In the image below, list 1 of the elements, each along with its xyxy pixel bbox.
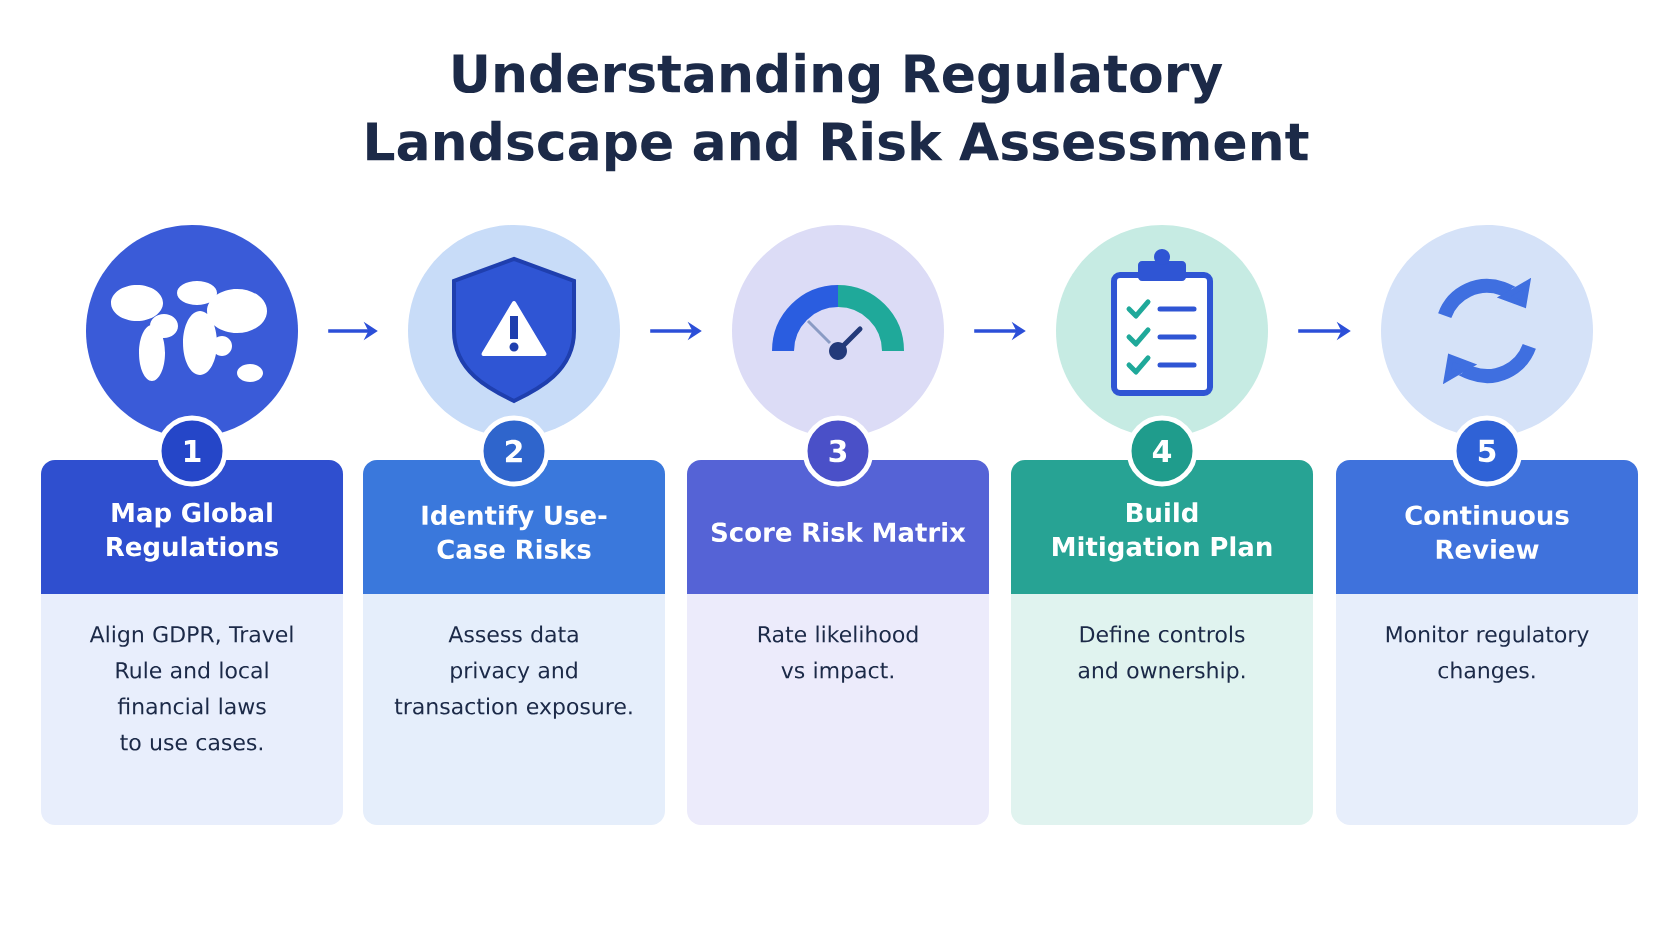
title: Understanding Regulatory Landscape and Risk Assessment	[367, 52, 1309, 172]
